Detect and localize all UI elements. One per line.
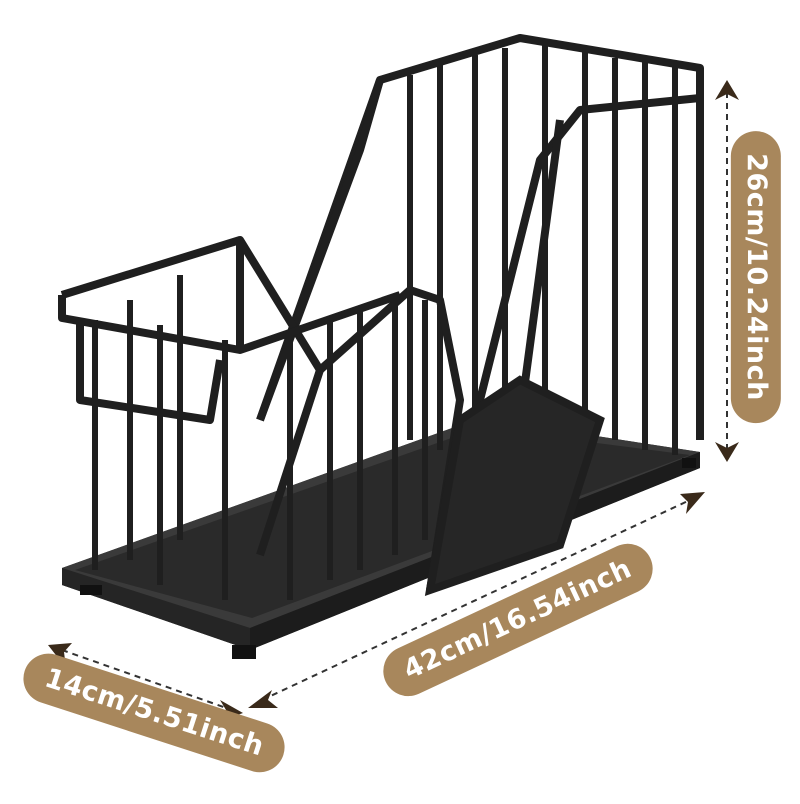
height-label: 26cm/10.24inch: [730, 131, 781, 423]
arrow-up-right-icon: [680, 492, 705, 514]
length-dimension-line: [248, 492, 705, 708]
tall-bars: [407, 45, 678, 455]
divider-panel: [424, 375, 605, 597]
low-bars: [92, 275, 428, 600]
arrow-down-icon: [715, 442, 739, 462]
arrow-down-left-icon: [248, 690, 278, 708]
arrow-up-icon: [715, 80, 739, 100]
height-dimension-line: [715, 80, 739, 462]
